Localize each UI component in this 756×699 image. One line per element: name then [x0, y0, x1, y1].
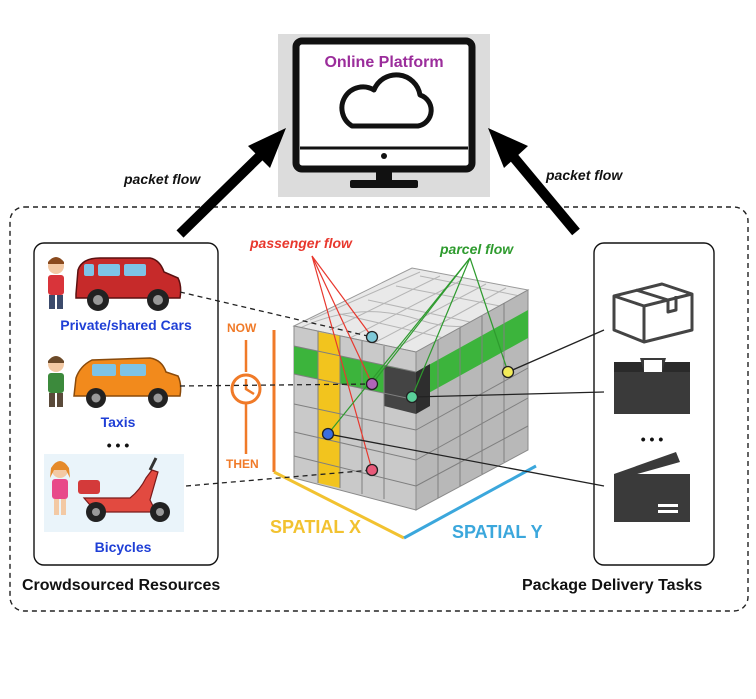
spatial-axes: SPATIAL X SPATIAL Y	[270, 464, 543, 542]
monitor-base	[350, 180, 418, 188]
taxi-icon	[73, 357, 182, 408]
packet-flow-label-left: packet flow	[123, 171, 201, 187]
marker-bicycle-node	[365, 463, 379, 477]
spatiotemporal-cube	[292, 267, 530, 511]
spatial-y-axis	[403, 464, 537, 540]
resource-connectors	[179, 291, 373, 487]
cube-yellow-column	[318, 332, 340, 488]
person-icon	[50, 461, 70, 515]
parcel-flow-lines	[327, 257, 509, 435]
scooter-icon	[78, 457, 170, 522]
marker-taxi-node	[365, 377, 379, 391]
connector-bicycles	[185, 469, 373, 487]
tasks-caption: Package Delivery Tasks	[522, 577, 702, 594]
connector-task-box	[507, 329, 605, 373]
time-now-label: NOW	[227, 321, 257, 335]
tasks-box	[593, 242, 715, 566]
platform-title: Online Platform	[324, 54, 443, 71]
parcel-box-outline-icon	[612, 282, 694, 344]
spatial-x-label: SPATIAL X	[270, 517, 361, 537]
packet-flow-arrowhead-left	[248, 128, 286, 168]
connector-task-envelope	[327, 433, 605, 487]
tasks-ellipsis: • • •	[641, 431, 664, 447]
connector-cars	[179, 291, 373, 338]
task-connectors	[327, 329, 605, 487]
cloud-icon	[339, 72, 434, 129]
packet-flow-label-right: packet flow	[545, 167, 623, 183]
outer-dashed-frame	[9, 206, 749, 612]
resource-label-cars: Private/shared Cars	[60, 317, 192, 333]
cube-map-roads	[299, 271, 521, 353]
marker-column-node	[321, 427, 335, 441]
time-axis: NOW THEN	[226, 321, 276, 472]
marker-parcel-node	[405, 390, 419, 404]
spatial-y-label: SPATIAL Y	[452, 522, 543, 542]
monitor-button	[381, 153, 387, 159]
resources-ellipsis: • • •	[107, 437, 130, 453]
resource-label-taxis: Taxis	[101, 414, 136, 430]
tasks-panel: • • •	[593, 242, 715, 566]
time-then-label: THEN	[226, 457, 259, 471]
passenger-flow-lines	[311, 255, 373, 471]
envelope-icon	[614, 452, 690, 522]
passenger-flow-label: passenger flow	[249, 235, 353, 251]
packet-flow-arrow-left	[176, 144, 272, 238]
connector-task-solid-box	[411, 391, 605, 398]
parcel-flow-label: parcel flow	[439, 241, 514, 257]
resources-box	[33, 242, 219, 566]
packet-flow-arrows: packet flow packet flow	[123, 128, 623, 238]
monitor-stand	[376, 169, 392, 181]
resources-caption: Crowdsourced Resources	[22, 577, 220, 594]
packet-flow-arrowhead-right	[488, 128, 528, 168]
car-icon	[75, 257, 182, 311]
person-icon	[48, 356, 64, 407]
cube-front-grid	[293, 331, 417, 499]
cube-dark-cell	[384, 366, 416, 414]
person-icon	[48, 257, 64, 309]
resource-label-bicycles: Bicycles	[95, 539, 152, 555]
cube-dark-cell-side	[416, 364, 430, 414]
spatial-x-axis	[273, 470, 405, 540]
flow-markers	[321, 330, 515, 477]
online-platform: Online Platform	[278, 34, 490, 197]
cube-right-grid	[415, 303, 529, 498]
marker-band-node	[501, 365, 515, 379]
resources-panel: Private/shared Cars Taxis • • •	[33, 242, 219, 566]
clock-hands	[244, 379, 255, 396]
packet-flow-arrow-right	[502, 144, 580, 236]
parcel-box-solid-icon	[614, 358, 690, 414]
cube-green-band-right	[416, 310, 528, 400]
marker-car-node	[365, 330, 379, 344]
